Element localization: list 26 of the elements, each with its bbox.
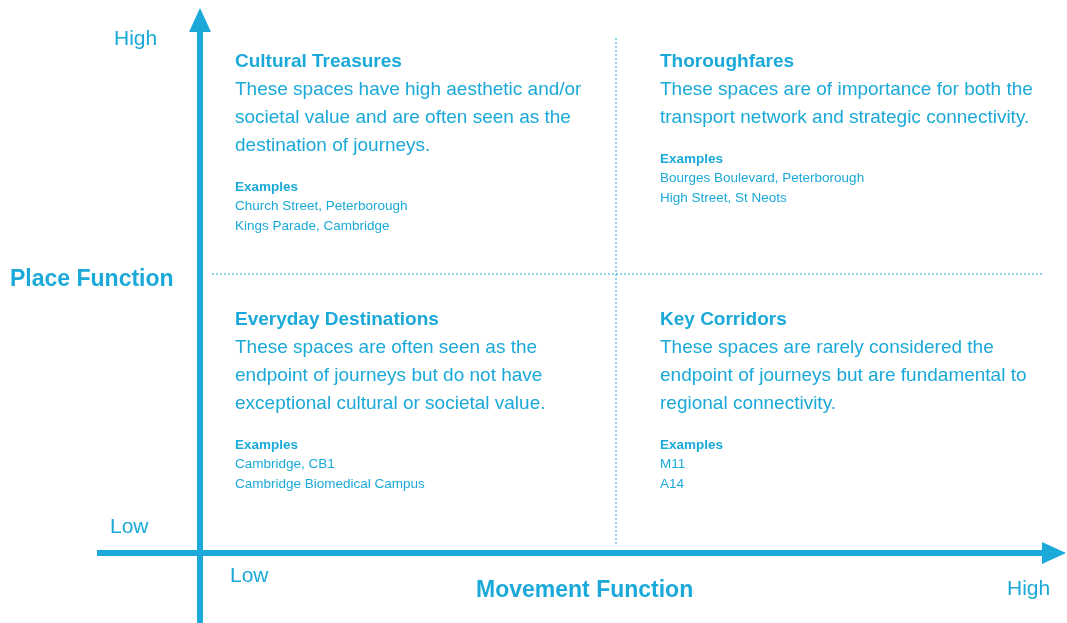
example-text: Bourges Boulevard, Peterborough: [660, 169, 866, 187]
quadrant-title: Cultural Treasures: [235, 49, 403, 73]
axis-title: Place Function: [10, 265, 174, 292]
axis-label: Low: [230, 563, 269, 587]
axis-title: Movement Function: [476, 576, 694, 603]
example-text: M11: [660, 455, 687, 473]
example-text: Cambridge Biomedical Campus: [235, 475, 426, 493]
examples-heading: Examples: [235, 436, 300, 454]
examples-heading: Examples: [235, 178, 300, 196]
quadrant-description: These spaces are rarely considered the endpoint of journeys but are fundamental to regional connectivity.: [660, 335, 1028, 415]
quadrant-title: Key Corridors: [660, 307, 788, 331]
axis-label: High: [1007, 576, 1051, 600]
quadrant-description: These spaces are of importance for both the transport network and strategic connectivity.: [660, 77, 1034, 129]
examples-heading: Examples: [660, 150, 725, 168]
quadrant-description: These spaces are often seen as the endpoint of journeys but do not have exceptional cultural or societal value.: [235, 335, 547, 415]
example-text: Cambridge, CB1: [235, 455, 336, 473]
example-text: High Street, St Neots: [660, 189, 788, 207]
quadrant-description: These spaces have high aesthetic and/or societal value and are often seen as the destination of journeys.: [235, 77, 583, 157]
axis-label: High: [114, 26, 158, 50]
quadrant-title: Everyday Destinations: [235, 307, 440, 331]
example-text: A14: [660, 475, 686, 493]
examples-heading: Examples: [660, 436, 725, 454]
quadrant-title: Thoroughfares: [660, 49, 796, 73]
example-text: Church Street, Peterborough: [235, 197, 409, 215]
axis-label: Low: [110, 514, 149, 538]
example-text: Kings Parade, Cambridge: [235, 217, 391, 235]
